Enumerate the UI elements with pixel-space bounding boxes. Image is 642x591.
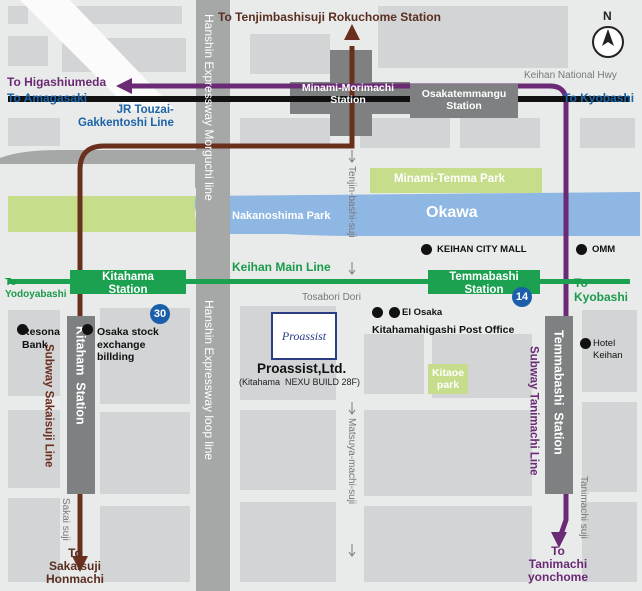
hotel-keihan-label: Hotel Keihan xyxy=(593,338,623,361)
arrow-to-rokuchome xyxy=(344,24,360,40)
arrow-to-higashiumeda xyxy=(116,78,132,94)
nakanoshima-park-label: Nakanoshima Park xyxy=(232,210,331,222)
to-yodoyabashi-label: To Yodoyabashi xyxy=(5,277,67,300)
minami-temma-park-label: Minami-Temma Park xyxy=(394,173,505,185)
to-kyobashi-keihan-label: To Kyobashi xyxy=(574,276,629,305)
resona-bank-label: Resona Bank xyxy=(22,326,60,351)
minami-morimachi-station-label: Minami-Morimachi Station xyxy=(301,82,395,107)
temmabashi-subway-station-label: Temmabashi Station xyxy=(551,330,566,455)
kitaoe-park-label: Kitaoe park xyxy=(431,367,465,392)
hanshin-loop-label: Hanshin Expressway loop line xyxy=(202,300,216,461)
hotel-keihan-dot xyxy=(580,338,591,349)
company-name: Proassist,Ltd. xyxy=(257,361,347,376)
to-tanimachi-yonchome-label: To Tanimachi yonchome xyxy=(528,544,589,585)
compass-needle xyxy=(602,29,614,46)
tenjin-bashi-suji-label: Tenjin-bashi-suji xyxy=(346,166,357,238)
osaka-stock-dot xyxy=(82,324,93,335)
company-building: (Kitahama NEXU BUILD 28F) xyxy=(239,377,361,387)
street-arrows xyxy=(348,150,356,557)
keihan-city-mall-label: KEIHAN CITY MALL xyxy=(437,244,527,255)
subway-sakaisuji-line xyxy=(77,46,355,560)
tanimachi-suji-label: Tanimachi suji xyxy=(578,476,589,539)
to-higashiumeda-label: To Higashiumeda xyxy=(7,75,107,89)
temmabashi-keihan-station-label: Temmabashi Station xyxy=(449,271,519,296)
proassist-building xyxy=(271,312,337,360)
temmabashi-subway-box xyxy=(545,316,573,494)
resona-bank-dot xyxy=(17,324,28,335)
tosabori-dori-label: Tosabori Dori xyxy=(302,292,361,303)
to-amagasaki-label: To Amagasaki xyxy=(7,91,88,105)
omm-label: OMM xyxy=(592,244,616,255)
kitahama-exit-badge: 30 xyxy=(150,304,170,324)
subway-sakaisuji-label: Subway Sakaisuji Line xyxy=(42,344,55,468)
okawa-river xyxy=(194,192,640,236)
nakanoshima-park-area xyxy=(8,196,205,232)
arrow-to-sakaisuji-honmachi xyxy=(72,556,88,572)
to-rokuchome-label: To Tenjimbashisuji Rokuchome Station xyxy=(218,10,441,24)
sakai-suji-label: Sakai suji xyxy=(60,498,71,541)
subway-tanimachi-label: Subway Tanimachi Line xyxy=(527,346,540,476)
post-office-label: Kitahamahigashi Post Office xyxy=(372,324,515,336)
jr-touzai-label: JR Touzai- Gakkentoshi Line xyxy=(78,104,174,130)
osaka-stock-label: Osaka stock exchange billding xyxy=(97,326,159,364)
kitahama-subway-box xyxy=(67,316,95,494)
kitahama-keihan-station-label: Kitahama Station xyxy=(102,271,154,296)
omm-dot xyxy=(576,244,587,255)
minami-temma-park-area xyxy=(370,168,542,193)
proassist-logo-text: Proassist xyxy=(281,329,327,343)
diagonal-road xyxy=(20,0,175,110)
kitaoe-park-area xyxy=(428,364,468,394)
keihan-main-line xyxy=(8,279,630,284)
kitahama-subway-station-label: Kitaham Station xyxy=(73,326,88,425)
arrow-to-tanimachi xyxy=(551,532,567,548)
jr-touzai-line xyxy=(8,96,630,102)
hanshin-morguchi-label: Hanshin Expressway Morguchi line xyxy=(202,14,216,201)
expressway-curve xyxy=(0,150,230,188)
ei-osaka-dot xyxy=(372,307,383,318)
keihan-city-mall-dot xyxy=(421,244,432,255)
to-sakaisuji-honmachi-label: To Sakaisuji Honmachi xyxy=(46,546,105,587)
compass-label: N xyxy=(603,9,612,23)
to-kyobashi-jr-label: To Kyobashi xyxy=(563,91,635,105)
osakatemmangu-station-label: Osakatemmangu Station xyxy=(421,88,507,113)
osakatemmangu-box xyxy=(410,84,518,118)
okawa-label: Okawa xyxy=(426,204,478,221)
post-office-dot xyxy=(389,307,400,318)
temmabashi-exit-badge: 14 xyxy=(512,287,532,307)
keihan-national-hwy-label: Keihan National Hwy xyxy=(524,70,617,81)
keihan-main-line-label: Keihan Main Line xyxy=(232,260,331,274)
matsuya-machi-suji-label: Matsuya-machi-suji xyxy=(346,418,357,505)
kitahama-keihan-box xyxy=(70,270,186,294)
ei-osaka-label: El Osaka xyxy=(402,307,443,318)
